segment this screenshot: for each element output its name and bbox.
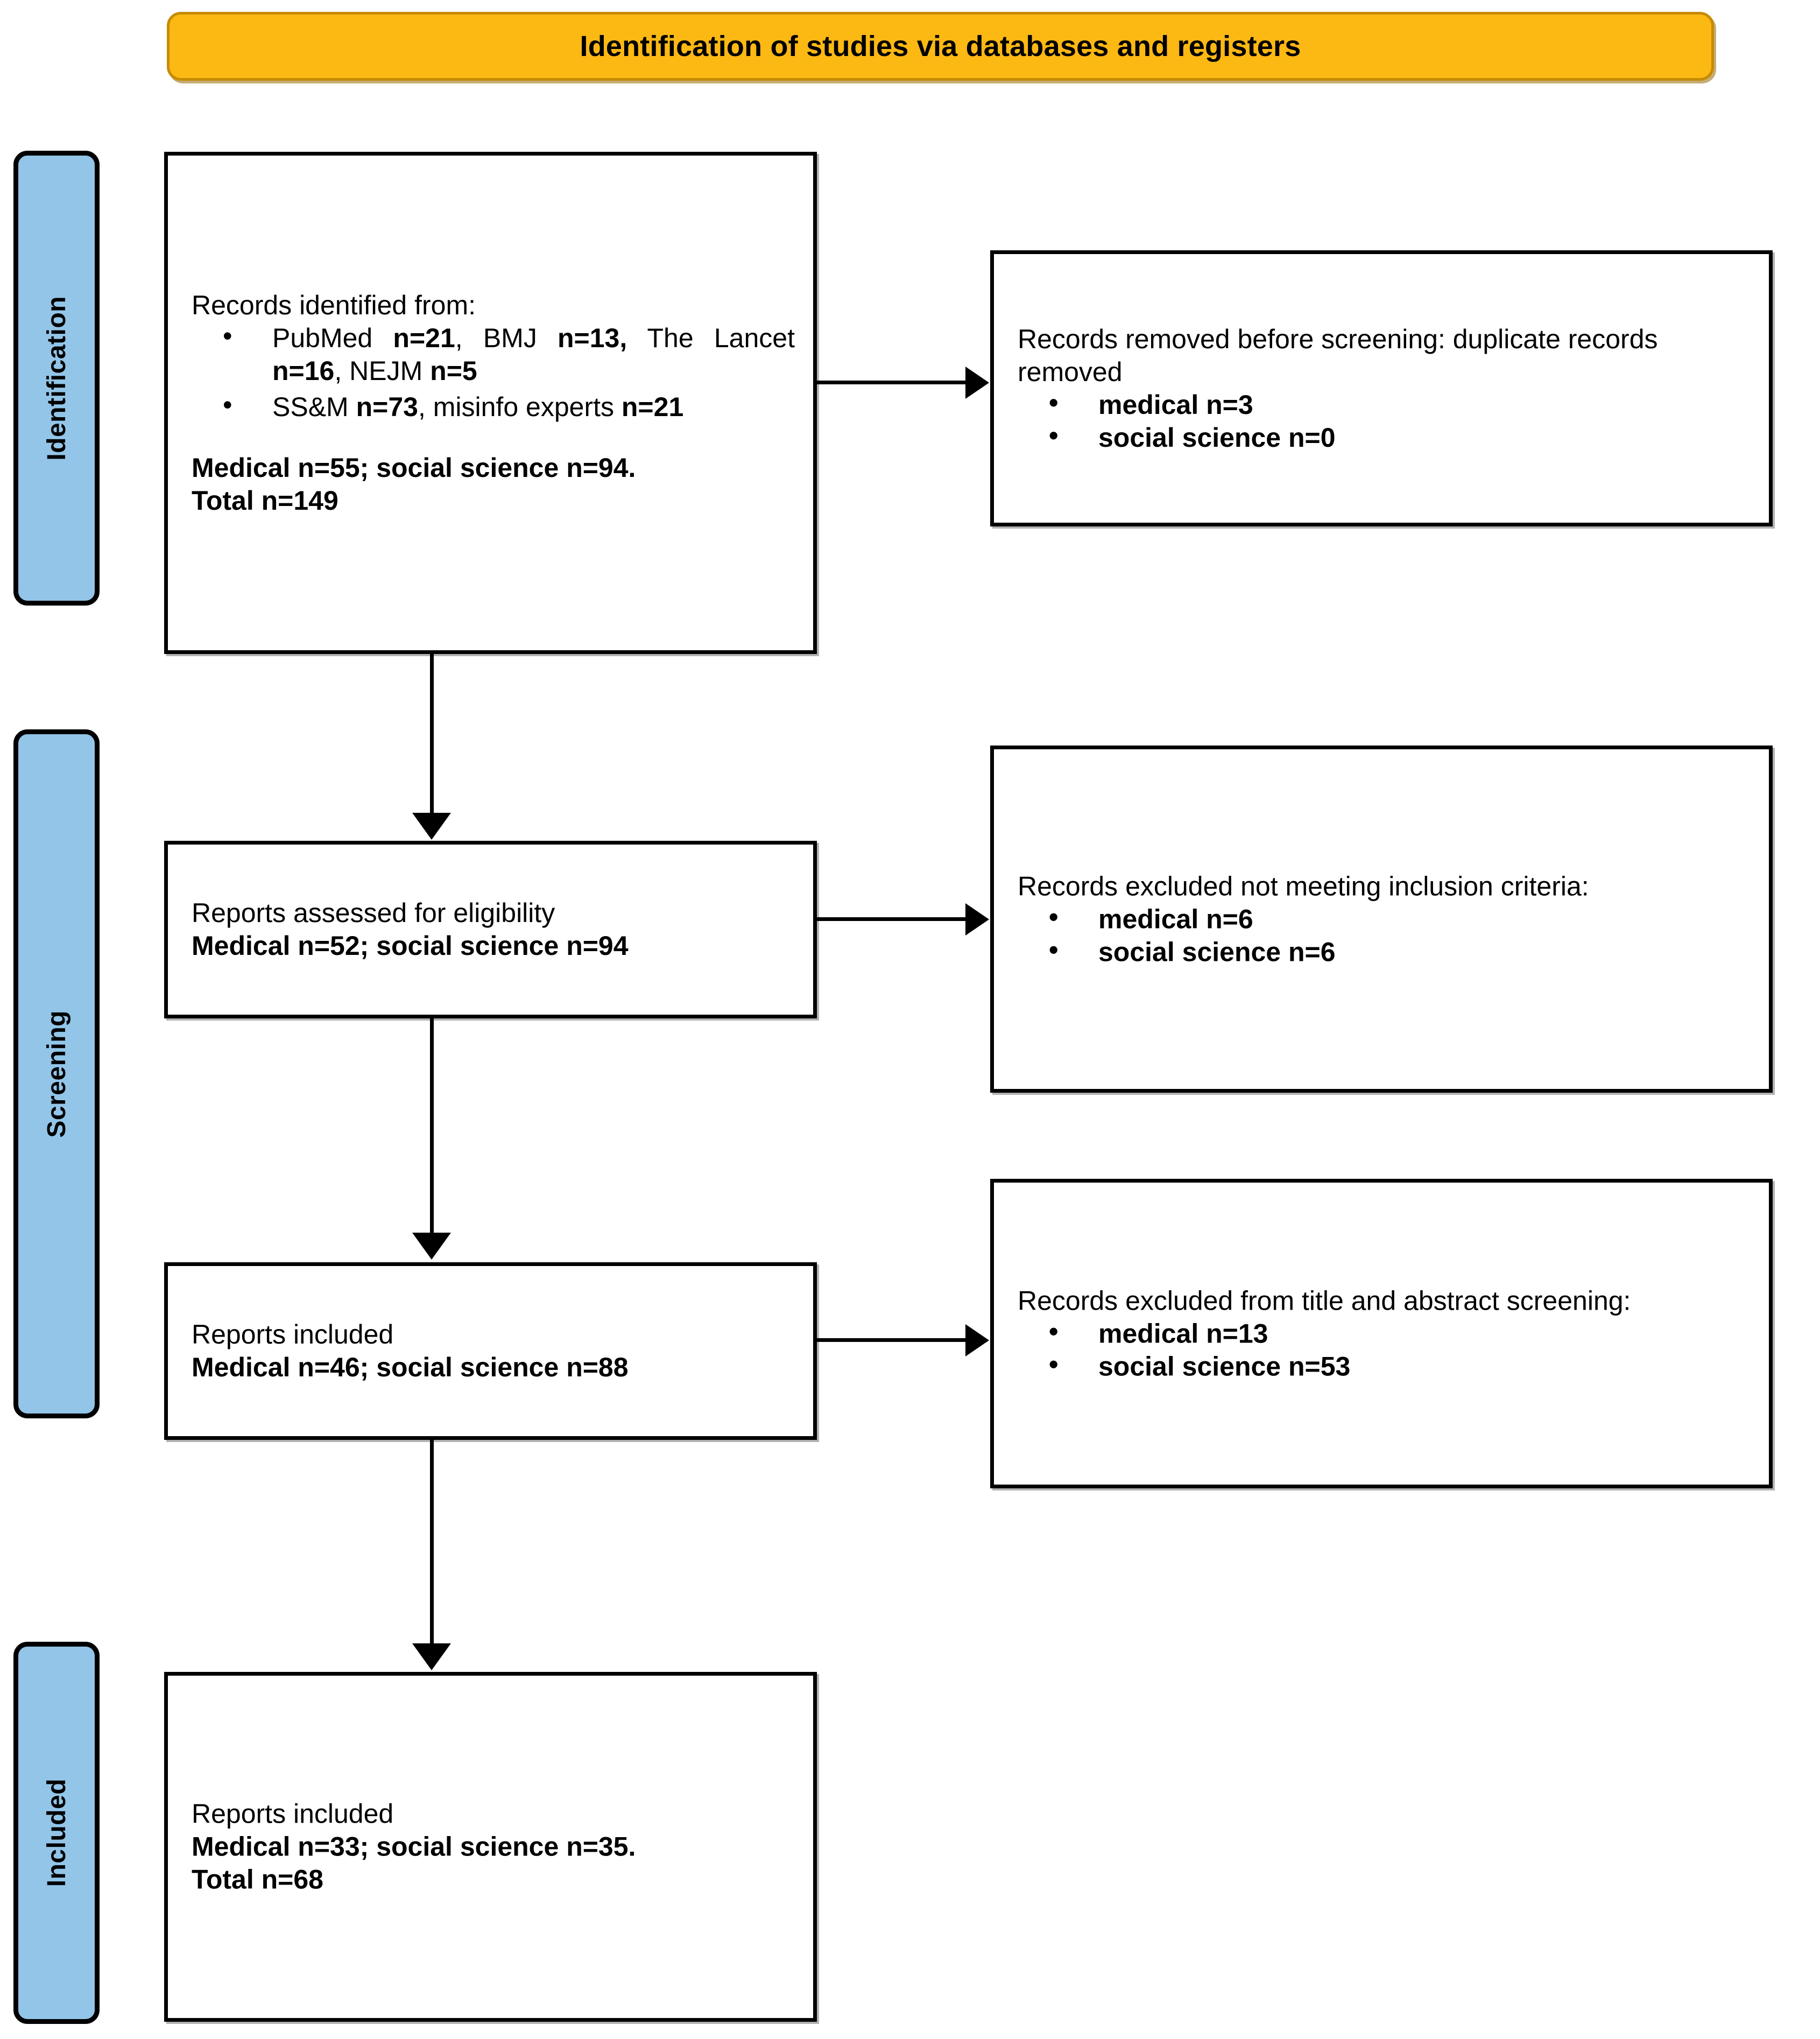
reports-assessed-label: Reports assessed for eligibility [192,898,555,928]
connector-reports-included-to-final [430,1440,434,1644]
box-records-removed: Records removed before screening: duplic… [990,250,1773,526]
arrow-right-icon [965,1324,989,1356]
arrow-right-icon [965,367,989,399]
connector-identified-to-removed [817,381,968,384]
arrow-down-icon [412,1643,451,1670]
source-bmj-count: n=13, [558,322,627,353]
box-reports-assessed-eligibility: Reports assessed for eligibility Medical… [164,841,817,1018]
source-misinfo-count: n=21 [621,391,684,422]
records-excluded-title-abstract-heading: Records excluded from title and abstract… [1018,1285,1631,1316]
stage-tab-included-label: Included [42,1778,71,1887]
connector-eligibility-to-excluded-criteria [817,917,968,921]
box-reports-included-screening: Reports included Medical n=46; social sc… [164,1262,817,1440]
connector-reports-to-excluded-title-abstract [817,1338,968,1342]
list-item: social science n=0 [1018,419,1751,454]
box-records-excluded-title-abstract: Records excluded from title and abstract… [990,1179,1773,1488]
records-identified-summary-1: Medical n=55; social science n=94. [192,452,636,483]
box-reports-included-final: Reports included Medical n=33; social sc… [164,1672,817,2022]
records-removed-heading: Records removed before screening: duplic… [1018,324,1658,387]
records-excluded-criteria-bullet-list: medical n=6 social science n=6 [1018,901,1751,968]
records-removed-bullet-list: medical n=3 social science n=0 [1018,386,1751,454]
source-nejm-count: n=5 [430,355,477,386]
source-pubmed-label: PubMed [272,322,373,353]
banner-title: Identification of studies via databases … [580,30,1301,62]
source-ssm-label: SS&M [272,391,349,422]
records-identified-heading: Records identified from: [192,290,476,320]
source-nejm-label: , NEJM [334,355,423,386]
list-item: PubMed n=21, BMJ n=13, The Lancet n=16, … [192,320,795,388]
list-item: social science n=6 [1018,933,1751,968]
stage-tab-screening-label: Screening [42,1010,71,1138]
stage-tab-identification: Identification [13,151,100,606]
list-item: SS&M n=73, misinfo experts n=21 [192,389,795,424]
reports-included-screening-label: Reports included [192,1319,394,1349]
reports-included-final-total: Total n=68 [192,1864,323,1895]
arrow-down-icon [412,1233,451,1260]
records-excluded-criteria-heading: Records excluded not meeting inclusion c… [1018,871,1589,901]
source-lancet-count: n=16 [272,355,335,386]
reports-assessed-counts: Medical n=52; social science n=94 [192,931,629,961]
source-ssm-count: n=73 [356,391,418,422]
source-lancet-label: The Lancet [647,322,795,353]
list-item: medical n=13 [1018,1315,1751,1350]
reports-included-final-label: Reports included [192,1798,394,1829]
arrow-right-icon [965,903,989,936]
source-bmj-label: , BMJ [455,322,537,353]
list-item: medical n=3 [1018,386,1751,421]
records-excluded-title-abstract-bullet-list: medical n=13 social science n=53 [1018,1315,1751,1383]
diagram-header-banner: Identification of studies via databases … [167,12,1714,81]
stage-tab-identification-label: Identification [42,296,71,461]
list-item: medical n=6 [1018,901,1751,936]
box-records-excluded-criteria: Records excluded not meeting inclusion c… [990,746,1773,1093]
records-identified-summary-2: Total n=149 [192,485,338,516]
connector-eligibility-to-reports-included [430,1018,434,1234]
arrow-down-icon [412,813,451,840]
source-pubmed-count: n=21 [393,322,455,353]
connector-identified-to-eligibility [430,654,434,815]
list-item: social science n=53 [1018,1348,1751,1383]
box-records-identified: Records identified from: PubMed n=21, BM… [164,152,817,654]
stage-tab-included: Included [13,1642,100,2024]
source-misinfo-label: , misinfo experts [418,391,614,422]
records-identified-bullet-list: PubMed n=21, BMJ n=13, The Lancet n=16, … [192,320,795,424]
stage-tab-screening: Screening [13,729,100,1418]
spacer [192,427,795,452]
reports-included-final-counts: Medical n=33; social science n=35. [192,1831,636,1862]
reports-included-screening-counts: Medical n=46; social science n=88 [192,1352,629,1382]
